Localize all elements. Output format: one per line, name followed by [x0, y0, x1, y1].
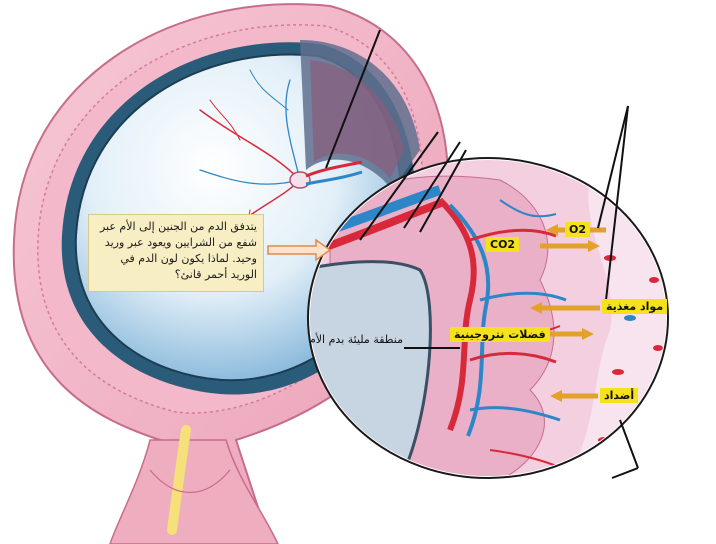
- cervix: [110, 430, 278, 544]
- nutrients-label: مواد مغذية: [602, 299, 667, 314]
- antibodies-label: أضداد: [600, 388, 638, 403]
- nitrogen-waste-label: فضلات نتروجينية: [450, 327, 550, 342]
- co2-label: CO2: [486, 237, 519, 252]
- question-callout: يتدفق الدم من الجنين إلى الأم عبر شفع من…: [88, 214, 264, 292]
- o2-label: O2: [565, 222, 590, 237]
- maternal-blood-zone-label: منطقة مليئة بدم الأم: [300, 332, 412, 348]
